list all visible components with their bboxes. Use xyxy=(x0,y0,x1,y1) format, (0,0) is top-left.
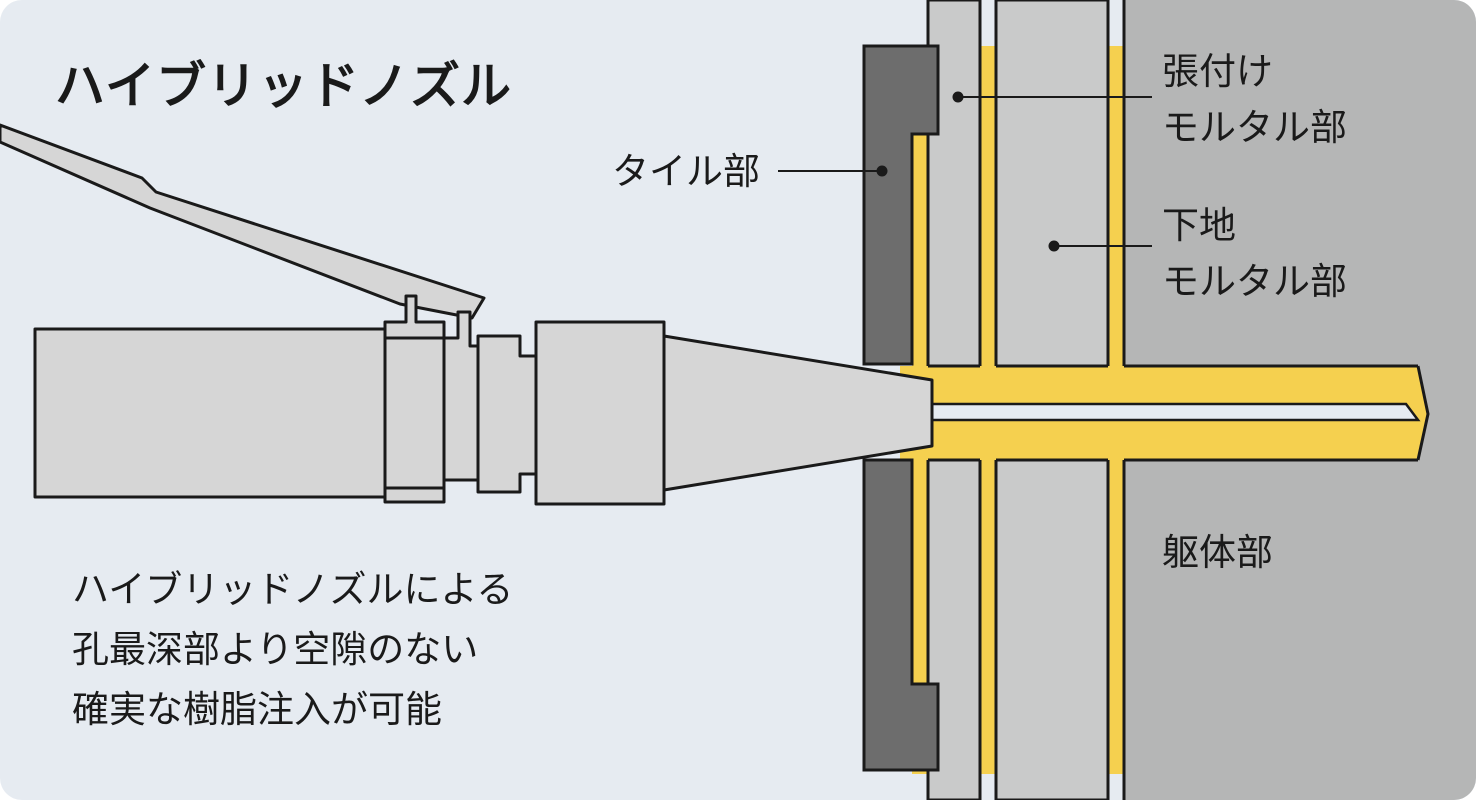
description-line-2: 孔最深部より空隙のない xyxy=(72,628,479,671)
nozzle-body xyxy=(33,294,934,506)
base-mortar-label-line-1: 下地 xyxy=(1162,204,1236,247)
description-line-1: ハイブリッドノズルによる xyxy=(72,568,514,611)
leader-lines xyxy=(778,91,1152,252)
drilled-hole xyxy=(928,402,1421,422)
tile-bottom xyxy=(862,458,940,772)
page-title: ハイブリッドノズル xyxy=(55,57,512,115)
structure-label: 躯体部 xyxy=(1162,531,1273,574)
bonding-mortar-label-line-2: モルタル部 xyxy=(1162,106,1347,149)
nozzle-lever xyxy=(0,123,486,320)
base-mortar-label: 下地 モルタル部 xyxy=(1162,198,1347,310)
description: ハイブリッドノズルによる 孔最深部より空隙のない 確実な樹脂注入が可能 xyxy=(72,560,513,740)
description-line-3: 確実な樹脂注入が可能 xyxy=(72,688,442,731)
bonding-mortar-label: 張付け モルタル部 xyxy=(1162,44,1347,156)
base-mortar-label-line-2: モルタル部 xyxy=(1162,260,1347,303)
tile-label: タイル部 xyxy=(612,150,760,193)
bonding-mortar-label-line-1: 張付け xyxy=(1162,50,1273,93)
tile-top xyxy=(862,44,940,366)
